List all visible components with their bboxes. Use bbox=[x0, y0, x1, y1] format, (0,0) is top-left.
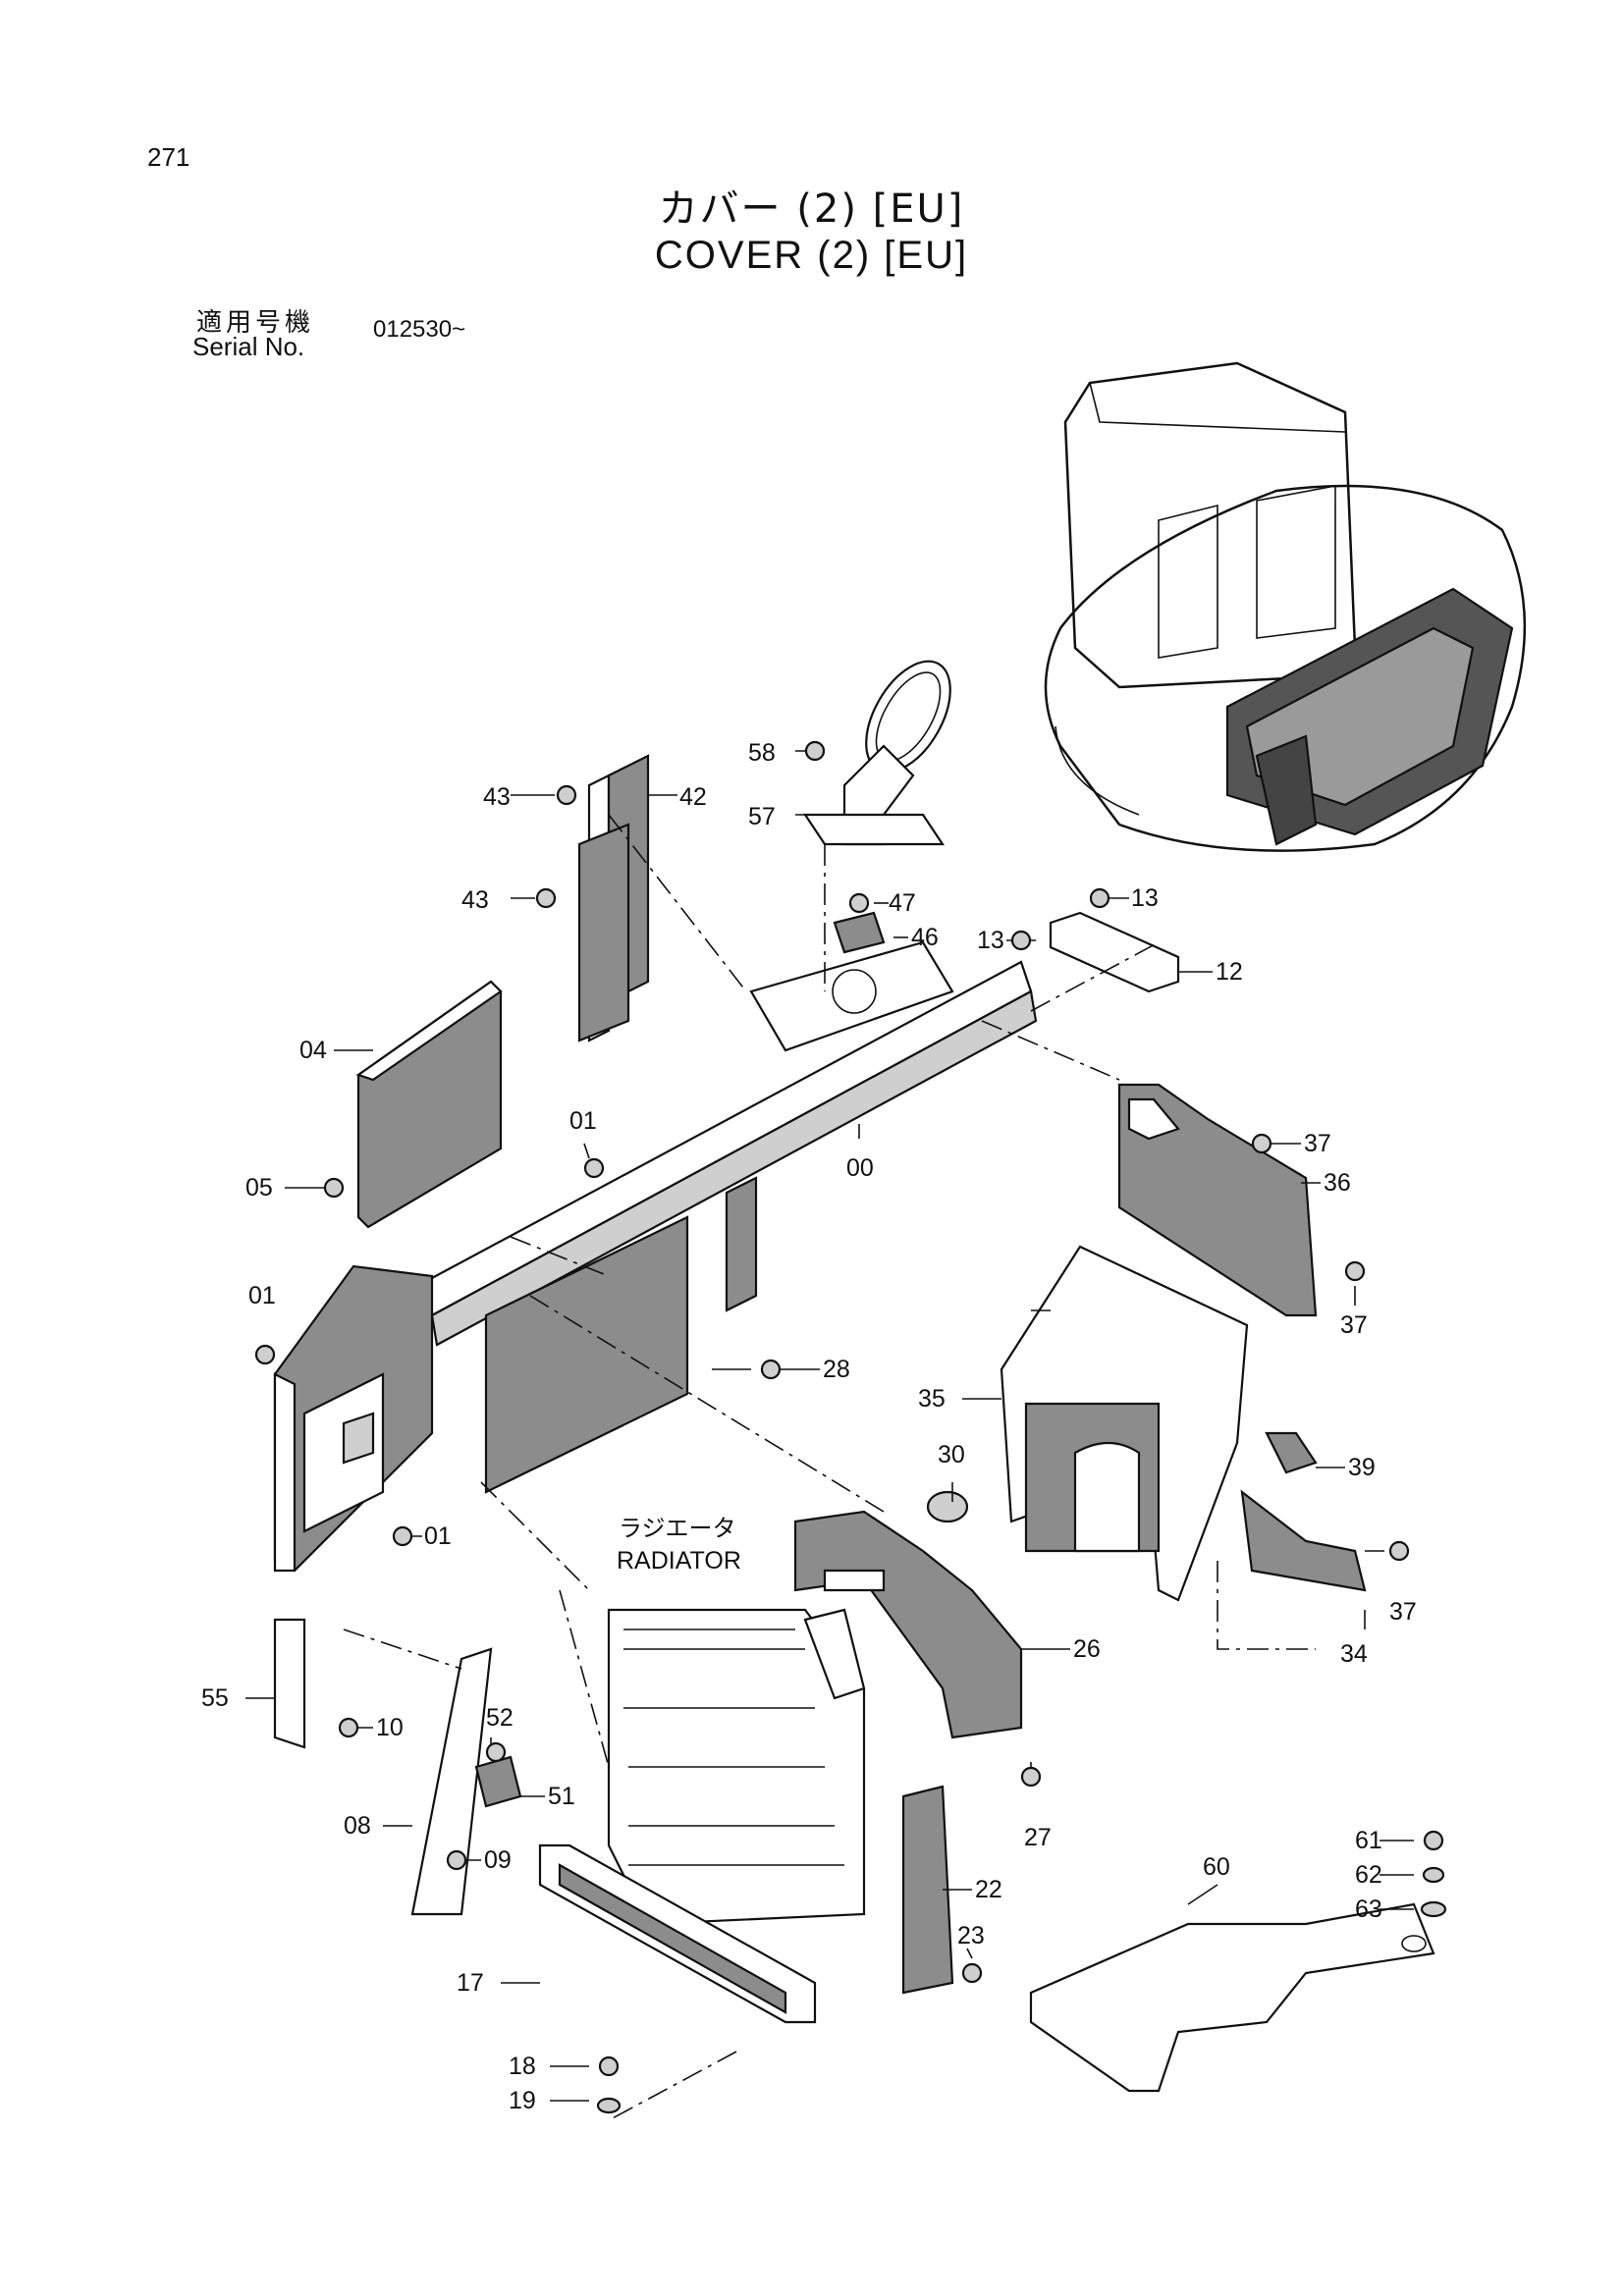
part-00-main-frame bbox=[415, 940, 1038, 1494]
assembly-line bbox=[559, 1589, 610, 1768]
part-39-clip bbox=[1265, 1431, 1318, 1474]
serial-label-japanese: 適用号機 bbox=[196, 308, 315, 338]
part-labels: 58 57 43 42 43 47 46 13 13 12 04 01 05 0… bbox=[201, 739, 1417, 2114]
part-04-cover-plate bbox=[355, 980, 503, 1229]
label-p13b: 13 bbox=[977, 927, 1004, 954]
serial-number-value: 012530~ bbox=[373, 316, 466, 343]
label-p42: 42 bbox=[679, 783, 707, 811]
assembly-line bbox=[608, 814, 747, 992]
label-p19: 19 bbox=[509, 2087, 536, 2114]
part-left-end-panel bbox=[273, 1264, 434, 1573]
label-p04: 04 bbox=[299, 1037, 327, 1064]
part-46-block bbox=[833, 911, 886, 954]
assembly-line bbox=[981, 1020, 1120, 1081]
label-p43b: 43 bbox=[461, 886, 489, 914]
part-30-grommet bbox=[926, 1490, 969, 1523]
label-p60: 60 bbox=[1203, 1853, 1230, 1881]
part-26-support-arm bbox=[793, 1510, 1023, 1739]
label-p37c: 37 bbox=[1389, 1598, 1417, 1626]
part-51-clip bbox=[474, 1755, 522, 1808]
part-55-plate bbox=[273, 1618, 306, 1749]
label-p12: 12 bbox=[1216, 958, 1243, 986]
label-p58: 58 bbox=[748, 739, 776, 767]
assembly-line bbox=[529, 1295, 885, 1513]
part-17-bottom-rail bbox=[538, 1843, 817, 2024]
part-12-plate bbox=[1049, 911, 1180, 993]
part-36-side-panel bbox=[1117, 1083, 1318, 1317]
part-42-bracket bbox=[577, 754, 650, 1042]
bolt-icons bbox=[254, 740, 1447, 2114]
part-57-air-duct bbox=[802, 660, 951, 846]
label-p13a: 13 bbox=[1131, 884, 1159, 912]
label-p36: 36 bbox=[1324, 1169, 1351, 1197]
label-p28: 28 bbox=[823, 1356, 850, 1383]
excavator-overview-illustration bbox=[1044, 361, 1527, 852]
label-p26: 26 bbox=[1073, 1635, 1101, 1663]
label-p27: 27 bbox=[1024, 1824, 1052, 1851]
radiator-label-japanese: ラジエータ bbox=[619, 1515, 736, 1542]
label-p57: 57 bbox=[748, 803, 776, 830]
part-60-under-plate bbox=[1029, 1902, 1435, 2093]
label-p22: 22 bbox=[975, 1876, 1002, 1903]
label-p01c: 01 bbox=[424, 1522, 452, 1550]
part-08-stay bbox=[410, 1647, 493, 1916]
part-35-fan-shroud bbox=[1000, 1245, 1249, 1602]
title-japanese: カバー (2) [EU] bbox=[658, 187, 965, 232]
label-p39: 39 bbox=[1348, 1454, 1376, 1481]
label-p01b: 01 bbox=[248, 1282, 276, 1309]
label-p01a: 01 bbox=[569, 1107, 597, 1135]
label-p47: 47 bbox=[889, 889, 916, 917]
title-english: COVER (2) [EU] bbox=[654, 234, 969, 277]
label-p52: 52 bbox=[486, 1704, 514, 1732]
label-p30: 30 bbox=[938, 1441, 965, 1468]
label-p08: 08 bbox=[344, 1812, 371, 1840]
label-p34: 34 bbox=[1340, 1640, 1368, 1668]
label-p62: 62 bbox=[1355, 1861, 1382, 1889]
label-p09: 09 bbox=[484, 1846, 512, 1874]
label-p18: 18 bbox=[509, 2053, 536, 2080]
serial-label-english: Serial No. bbox=[192, 332, 305, 361]
label-p17: 17 bbox=[457, 1969, 484, 1997]
label-p00: 00 bbox=[846, 1154, 874, 1182]
label-p43a: 43 bbox=[483, 783, 511, 811]
label-p37b: 37 bbox=[1340, 1311, 1368, 1339]
assembly-line bbox=[1217, 1561, 1316, 1650]
radiator-assembly bbox=[607, 1608, 866, 1926]
page-number: 271 bbox=[147, 142, 190, 172]
label-p37a: 37 bbox=[1304, 1130, 1331, 1157]
label-p35: 35 bbox=[918, 1385, 946, 1413]
assembly-line bbox=[608, 2051, 737, 2121]
label-p10: 10 bbox=[376, 1714, 404, 1741]
assembly-line bbox=[343, 1629, 462, 1670]
part-22-rail bbox=[901, 1785, 954, 1995]
part-34-bracket bbox=[1240, 1489, 1367, 1592]
assembly-line bbox=[510, 1236, 610, 1277]
label-p63: 63 bbox=[1355, 1896, 1382, 1923]
label-p05: 05 bbox=[245, 1174, 273, 1201]
label-p61: 61 bbox=[1355, 1827, 1382, 1854]
assembly-line bbox=[480, 1481, 590, 1591]
label-p55: 55 bbox=[201, 1684, 229, 1712]
label-p51: 51 bbox=[548, 1783, 575, 1810]
label-p46: 46 bbox=[911, 924, 939, 951]
radiator-label-english: RADIATOR bbox=[617, 1547, 741, 1575]
assembly-line bbox=[1030, 941, 1160, 1012]
label-p23: 23 bbox=[957, 1922, 985, 1949]
